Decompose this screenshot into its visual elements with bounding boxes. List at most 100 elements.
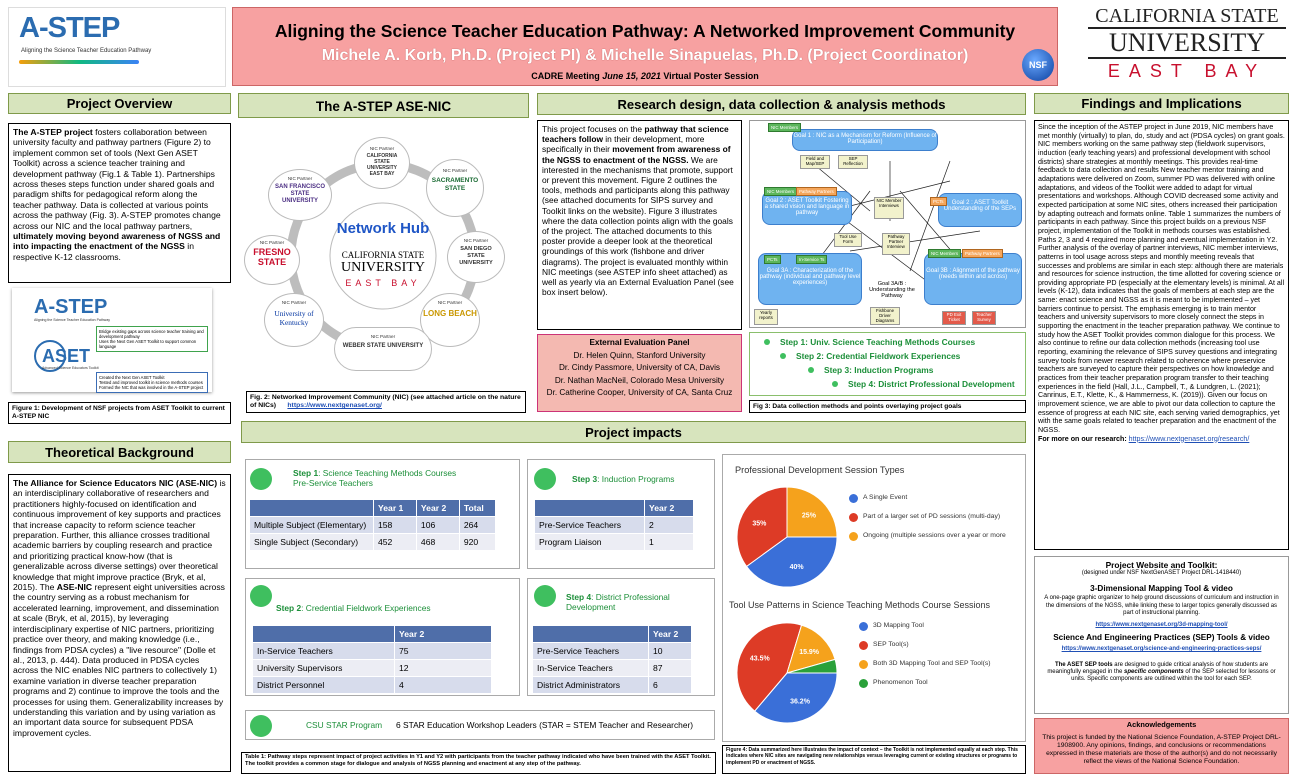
network-hub-title: Network Hub (336, 220, 430, 237)
hub-logo-line1: CALIFORNIA STATE (341, 250, 425, 260)
findings-text: Since the inception of the ASTEP project… (1034, 120, 1289, 550)
fishbone-diagram: Goal 1 : NIC as a Mechanism for Reform (… (749, 120, 1026, 328)
astep-logo-text: A-STEP (19, 12, 120, 44)
pie-value-label: 25% (802, 513, 817, 520)
step1-dot (250, 468, 272, 490)
charts-panel: Professional Development Session Types 4… (722, 454, 1026, 742)
nic-partner-weber: NIC Partner WEBER STATE UNIVERSITY (334, 327, 432, 371)
legend-label: A Single Event (863, 494, 908, 501)
fb-goal-3b: Goal 3B : Alignment of the pathway (need… (924, 253, 1022, 305)
legend-item: Part of a larger set of PD sessions (mul… (849, 512, 1021, 522)
step-line-1: Step 1: Univ. Science Teaching Methods C… (764, 335, 975, 349)
ack-text: This project is funded by the National S… (1042, 734, 1281, 765)
fb-tool: Teacher Survey (972, 311, 996, 325)
nic-link[interactable]: https://www.nextgenaset.org/ (287, 402, 382, 409)
step4-panel: Step 4: District Professional Developmen… (527, 578, 715, 696)
table-1-caption: Table 1: Pathway steps represent impact … (241, 752, 716, 774)
figure-2-caption: Fig. 2: Networked Improvement Community … (246, 391, 526, 413)
pie-value-label: 35% (752, 520, 767, 527)
fig1-astep-tag: Aligning the Science Teacher Education P… (34, 318, 111, 322)
legend-swatch (849, 494, 858, 503)
step4-title: Step 4: District Professional Developmen… (566, 592, 670, 612)
step3-title: Step 3: Induction Programs (572, 474, 675, 484)
fig1-aset-logo: ASET (42, 346, 91, 366)
panel-member: Dr. Cindy Passmore, University of CA, Da… (558, 363, 721, 373)
ack-title: Acknowledgements (1126, 720, 1197, 729)
acknowledgements-box: Acknowledgements This project is funded … (1034, 718, 1289, 774)
step1-panel: Step 1: Science Teaching Methods Courses… (245, 459, 520, 569)
findings-header: Findings and Implications (1034, 93, 1289, 114)
panel-member: Dr. Helen Quinn, Stanford University (573, 350, 706, 360)
pie-slice (736, 486, 788, 568)
step-line-4: Step 4: District Professional Developmen… (832, 377, 1015, 391)
legend-item: Both 3D Mapping Tool and SEP Tool(s) (859, 659, 1023, 669)
nic-header: The A-STEP ASE-NIC (238, 93, 529, 118)
star-panel: CSU STAR Program 6 STAR Education Worksh… (245, 710, 715, 740)
legend-swatch (859, 660, 868, 669)
hub-logo-line2: UNIVERSITY (341, 260, 425, 275)
nic-partner-long-beach: NIC Partner LONG BEACH (420, 293, 480, 347)
step4-dot (534, 585, 556, 607)
legend-label: Ongoing (multiple sessions over a year o… (863, 532, 1006, 539)
nic-partner-csueb: NIC Partner CALIFORNIA STATE UNIVERSITY … (354, 137, 410, 189)
star-label: CSU STAR Program (306, 720, 383, 730)
fb-tool: Tool Use Form (834, 233, 862, 247)
legend-swatch (859, 622, 868, 631)
nic-partner-sdsu: NIC Partner SAN DIEGO STATE UNIVERSITY (447, 231, 505, 283)
legend-item: A Single Event (849, 493, 1021, 503)
website-title: Project Website and Toolkit: (1105, 560, 1218, 570)
pie-slice (786, 486, 838, 538)
research-text: This project focuses on the pathway that… (537, 120, 742, 330)
hub-logo-line3: EAST BAY (345, 278, 421, 288)
sep-tools-link[interactable]: https://www.nextgenaset.org/science-and-… (1061, 646, 1262, 653)
chart2-title: Tool Use Patterns in Science Teaching Me… (729, 600, 990, 610)
nic-partner-sfsu: NIC Partner SAN FRANCISCO STATE UNIVERSI… (268, 169, 332, 221)
pie-value-label: 15.9% (799, 649, 820, 656)
pie-slice (753, 672, 838, 724)
legend-label: Phenomenon Tool (873, 679, 928, 686)
research-header: Research design, data collection & analy… (537, 93, 1026, 115)
website-subtitle: (designed under NSF NextGenASET Project … (1081, 570, 1242, 576)
panel-member: Dr. Nathan MacNeil, Colorado Mesa Univer… (554, 375, 725, 385)
research-link[interactable]: https://www.nextgenaset.org/research/ (1128, 434, 1250, 443)
figure-4-caption: Figure 4: Data summarized here illustrat… (722, 745, 1026, 774)
nic-diagram: Network Hub CALIFORNIA STATE UNIVERSITY … (238, 123, 529, 385)
fig1-aset-circle (34, 340, 66, 372)
fig1-note-1: Bridge existing gaps across science teac… (96, 326, 208, 352)
csueb-logo-line1: CALIFORNIA STATE (1095, 5, 1279, 27)
csueb-logo: CALIFORNIA STATE UNIVERSITY EAST BAY (1084, 5, 1290, 87)
fig1-note-2: Created the Next Gen ASET Toolkit Tested… (96, 372, 208, 393)
mapping-tool-heading: 3-Dimensional Mapping Tool & video (1090, 584, 1233, 594)
pathway-steps: Step 1: Univ. Science Teaching Methods C… (749, 332, 1026, 396)
pie-slice (786, 624, 836, 674)
legend-label: Part of a larger set of PD sessions (mul… (863, 513, 1001, 520)
poster-meeting: CADRE Meeting June 15, 2021 Virtual Post… (531, 71, 759, 81)
step-line-3: Step 3: Induction Programs (808, 363, 933, 377)
step-line-2: Step 2: Credential Fieldwork Experiences (780, 349, 960, 363)
overview-header: Project Overview (8, 93, 231, 114)
fb-chip: PCTs (764, 255, 781, 264)
figure-1-image: A-STEP Aligning the Science Teacher Educ… (12, 288, 212, 393)
pie-slice (786, 658, 838, 674)
fb-goal-2b: Goal 2 : ASET Toolkit Understanding of t… (938, 193, 1022, 227)
theory-header: Theoretical Background (8, 441, 231, 463)
website-box: Project Website and Toolkit: (designed u… (1034, 556, 1289, 714)
fb-tool: Fishbone Driver Diagrams (870, 307, 900, 325)
step1-title: Step 1: Science Teaching Methods Courses… (293, 468, 457, 488)
fb-tool: NIC Member Interviews (874, 197, 904, 219)
impacts-header: Project impacts (241, 421, 1026, 443)
mapping-tool-link[interactable]: https://www.nextgenaset.org/3d-mapping-t… (1095, 622, 1228, 629)
legend-swatch (849, 513, 858, 522)
step3-panel: Step 3: Induction Programs Year 2 Pre-Se… (527, 459, 715, 569)
legend-swatch (859, 679, 868, 688)
external-evaluation-panel: External Evaluation Panel Dr. Helen Quin… (537, 334, 742, 412)
nic-partner-fresno: NIC Partner FRESNO STATE (244, 235, 300, 285)
fig1-aset-tag: Advanced Science Educators Toolkit (42, 366, 99, 370)
step2-panel: Step 2: Credential Fieldwork Experiences… (245, 578, 520, 696)
